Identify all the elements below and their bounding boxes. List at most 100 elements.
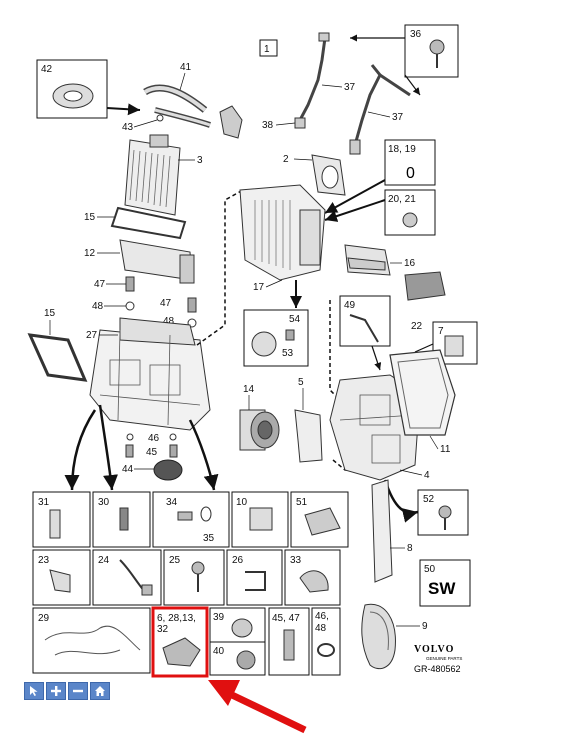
svg-text:46,: 46, [315, 611, 329, 622]
svg-text:7: 7 [438, 326, 444, 337]
highlight-arrow [208, 680, 307, 734]
callout-15-upper: 15 [84, 212, 96, 223]
svg-text:50: 50 [424, 564, 436, 575]
part-box-29[interactable]: 29 [32, 607, 151, 674]
svg-text:GENUINE PARTS: GENUINE PARTS [426, 656, 462, 661]
ac-tubes-37 [298, 37, 411, 146]
part-box-50[interactable]: 50 SW [419, 559, 471, 607]
page-number: 1 [264, 44, 270, 55]
hvac-housing-4 [329, 349, 456, 481]
svg-text:35: 35 [203, 533, 215, 544]
part-box-10[interactable]: 10 [231, 491, 289, 548]
callout-37-lower: 37 [392, 112, 404, 123]
callout-43: 43 [122, 122, 134, 133]
callout-47-right: 47 [160, 298, 172, 309]
part-44-icon [153, 459, 183, 481]
svg-text:29: 29 [38, 613, 50, 624]
callout-48-left: 48 [92, 301, 104, 312]
evaporator-housing-17 [239, 184, 326, 281]
part-box-18-19[interactable]: 18, 19 0 [384, 139, 436, 186]
part-box-34-35[interactable]: 34 35 [152, 491, 230, 548]
svg-text:40: 40 [213, 646, 225, 657]
plus-icon [51, 686, 61, 696]
svg-text:34: 34 [166, 497, 178, 508]
callout-37-upper: 37 [344, 82, 356, 93]
module-22 [404, 271, 446, 301]
part-box-20-21[interactable]: 20, 21 [384, 189, 436, 236]
callout-4: 4 [424, 470, 430, 481]
cursor-icon [30, 686, 38, 696]
part-box-49[interactable]: 49 [339, 295, 391, 347]
callout-41: 41 [180, 62, 192, 73]
callout-5: 5 [298, 377, 304, 388]
svg-text:25: 25 [169, 555, 181, 566]
svg-text:24: 24 [98, 555, 110, 566]
callout-22: 22 [411, 321, 423, 332]
callout-27: 27 [86, 330, 98, 341]
cover-2 [311, 154, 346, 196]
svg-text:32: 32 [157, 624, 169, 635]
svg-text:48: 48 [315, 623, 327, 634]
part-box-6-28-13-32[interactable]: 6, 28,13, 32 [151, 606, 209, 678]
part-box-31[interactable]: 31 [32, 491, 91, 548]
part-box-51[interactable]: 51 [290, 491, 349, 548]
select-tool-button[interactable] [24, 682, 44, 700]
svg-text:18, 19: 18, 19 [388, 144, 416, 155]
diagram-toolbar [24, 682, 110, 700]
callout-3: 3 [197, 155, 203, 166]
callout-15-lower: 15 [44, 308, 56, 319]
volvo-brand: VOLVO GENUINE PARTS GR-480562 [414, 644, 462, 674]
part-box-46-48[interactable]: 46, 48 [311, 607, 341, 676]
callout-16: 16 [404, 258, 416, 269]
bracket-5 [294, 409, 323, 463]
part-box-26[interactable]: 26 [226, 549, 283, 606]
svg-text:20, 21: 20, 21 [388, 194, 416, 205]
svg-text:39: 39 [213, 612, 225, 623]
svg-text:30: 30 [98, 497, 110, 508]
svg-text:52: 52 [423, 494, 435, 505]
callout-45: 45 [146, 447, 158, 458]
part-box-24[interactable]: 24 [92, 549, 162, 606]
hose-assembly-41 [143, 84, 243, 139]
part-box-25[interactable]: 25 [163, 549, 225, 606]
callout-44: 44 [122, 464, 134, 475]
svg-text:33: 33 [290, 555, 302, 566]
home-button[interactable] [90, 682, 110, 700]
part-box-23[interactable]: 23 [32, 549, 91, 606]
heater-core-3 [124, 134, 181, 216]
zoom-out-button[interactable] [68, 682, 88, 700]
callout-11: 11 [440, 444, 451, 455]
svg-text:54: 54 [289, 314, 301, 325]
screw-47-icon [125, 276, 135, 292]
svg-text:0: 0 [406, 165, 415, 182]
svg-text:31: 31 [38, 497, 50, 508]
housing-12 [119, 239, 195, 284]
washer-48-icon [125, 301, 135, 311]
callout-48-right: 48 [163, 316, 175, 327]
actuator-9 [361, 603, 396, 670]
svg-text:10: 10 [236, 497, 248, 508]
zoom-in-button[interactable] [46, 682, 66, 700]
callout-12: 12 [84, 248, 96, 259]
callout-2: 2 [283, 154, 289, 165]
blower-motor-14 [239, 409, 280, 451]
part-box-40[interactable]: 40 [209, 641, 266, 676]
svg-text:51: 51 [296, 497, 308, 508]
page-number-box [259, 39, 278, 57]
part-box-42[interactable]: 42 [36, 59, 108, 119]
part-box-53-54[interactable]: 54 53 [243, 309, 309, 367]
part-box-45-47[interactable]: 45, 47 [268, 607, 310, 676]
minus-icon [73, 689, 83, 693]
svg-text:53: 53 [282, 348, 294, 359]
svg-text:26: 26 [232, 555, 244, 566]
svg-text:VOLVO: VOLVO [414, 644, 454, 655]
part-box-30[interactable]: 30 [92, 491, 151, 548]
part-box-33[interactable]: 33 [284, 549, 341, 606]
part-box-52[interactable]: 52 [417, 489, 469, 536]
svg-text:45, 47: 45, 47 [272, 613, 300, 624]
callout-46: 46 [148, 433, 160, 444]
callout-17: 17 [253, 282, 265, 293]
part-box-36[interactable]: 36 [404, 24, 459, 78]
part-box-39[interactable]: 39 [209, 607, 266, 643]
